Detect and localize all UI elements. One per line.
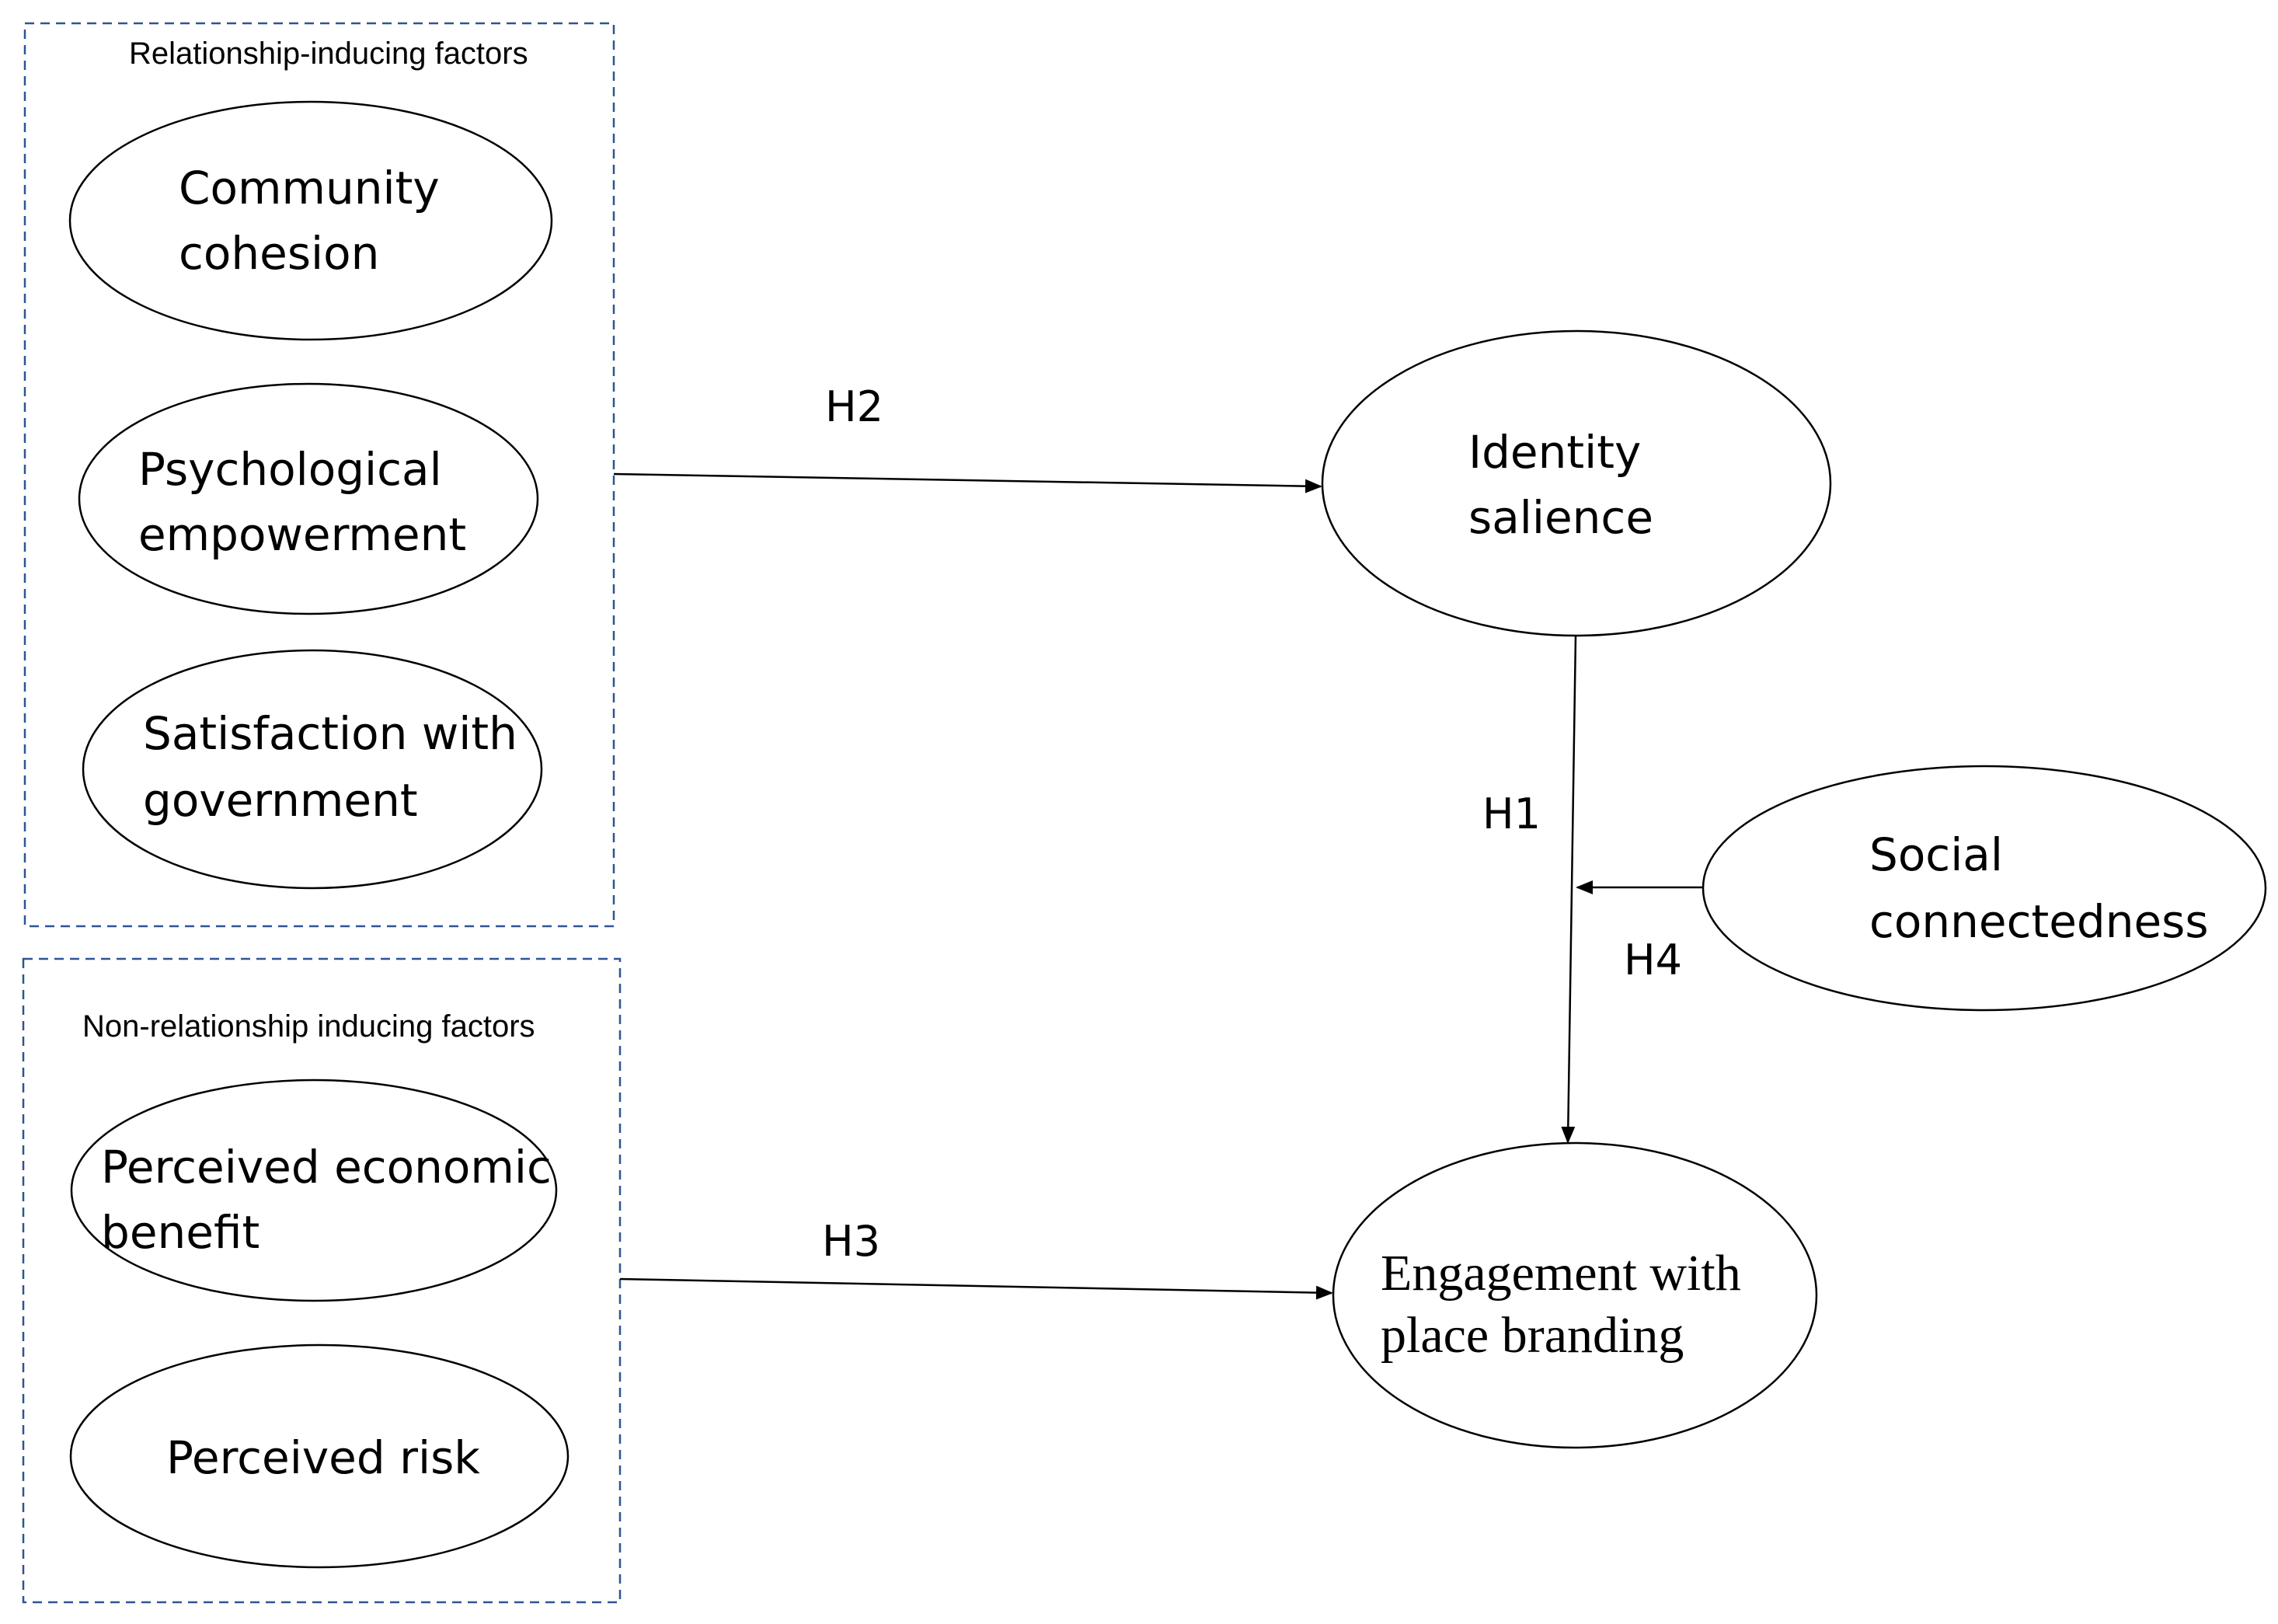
perceived-risk-line1: Perceived risk — [166, 1431, 480, 1484]
h3-arrow — [619, 1277, 1333, 1300]
relationship-factors-title: Relationship-inducing factors — [129, 37, 528, 71]
non-relationship-factors-group — [22, 957, 622, 1604]
h2-label: H2 — [825, 382, 883, 431]
perceived-economic-benefit-line2: benefit — [101, 1206, 259, 1259]
engagement-with-place-branding-line2: place branding — [1381, 1307, 1684, 1364]
perceived-economic-benefit-node: Perceived economic benefit — [70, 1079, 558, 1302]
community-cohesion-node: Community cohesion — [68, 100, 553, 341]
h2-arrow — [613, 472, 1322, 493]
community-cohesion-line1: Community — [179, 162, 440, 214]
perceived-economic-benefit-line1: Perceived economic — [101, 1141, 552, 1194]
h1-arrow — [1561, 635, 1577, 1144]
perceived-risk-node: Perceived risk — [69, 1343, 570, 1569]
social-connectedness-node: Social connectedness — [1702, 765, 2267, 1012]
engagement-with-place-branding-line1: Engagement with — [1381, 1245, 1741, 1302]
engagement-with-place-branding-node: Engagement with place branding — [1332, 1141, 1818, 1449]
psychological-empowerment-line1: Psychological — [138, 443, 442, 496]
satisfaction-with-government-node: Satisfaction with government — [82, 649, 543, 890]
community-cohesion-line2: cohesion — [179, 227, 379, 280]
h1-label: H1 — [1482, 789, 1541, 838]
identity-salience-line1: Identity — [1468, 426, 1641, 479]
satisfaction-with-government-line1: Satisfaction with — [143, 707, 517, 760]
social-connectedness-line1: Social — [1869, 828, 2003, 881]
satisfaction-with-government-line2: government — [143, 774, 418, 827]
non-relationship-factors-title: Non-relationship inducing factors — [82, 1009, 535, 1044]
social-connectedness-line2: connectedness — [1869, 895, 2209, 948]
identity-salience-line2: salience — [1468, 491, 1653, 544]
psychological-empowerment-node: Psychological empowerment — [78, 382, 539, 615]
h4-label: H4 — [1624, 936, 1682, 985]
identity-salience-node: Identity salience — [1321, 329, 1832, 637]
psychological-empowerment-line2: empowerment — [138, 508, 466, 561]
h3-label: H3 — [822, 1217, 880, 1266]
